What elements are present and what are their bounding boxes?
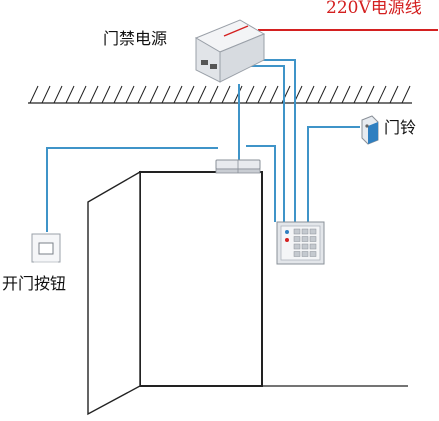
doorbell-icon [361,115,379,145]
exit-button-label: 开门按钮 [2,274,67,293]
power-supply-box-icon [194,19,266,83]
door-leaf [87,170,141,416]
wire-lock-exitbutton [46,147,218,232]
wire-psu-keypad-inner [250,65,285,222]
keypad-key [301,228,309,235]
keypad-key [301,236,309,242]
keypad-key [293,228,301,235]
keypad-key [309,236,317,242]
keypad-key [293,236,301,242]
magnetic-lock-icon [215,159,261,174]
wire-psu-keypad-outer [250,59,296,222]
exit-button-plate-icon [31,233,61,263]
wire-doorbell-keypad [307,126,360,222]
power-supply-label: 门禁电源 [103,29,168,48]
keypad-key [309,228,317,235]
keypad-key [309,251,317,257]
keypad-keys [293,228,317,257]
keypad-key [301,243,309,250]
doorbell-label: 门铃 [384,118,417,137]
keypad-key [293,251,301,257]
ceiling [28,85,412,104]
keypad-key [309,243,317,250]
keypad-key [301,251,309,257]
keypad-key [293,243,301,250]
signal-wires [46,59,360,232]
mains-line-label: 220V电源线 [326,0,422,18]
ceiling-hatching [29,85,411,104]
door-frame [139,171,263,387]
wire-lock-keypad [246,145,276,222]
access-keypad-icon [276,221,325,265]
